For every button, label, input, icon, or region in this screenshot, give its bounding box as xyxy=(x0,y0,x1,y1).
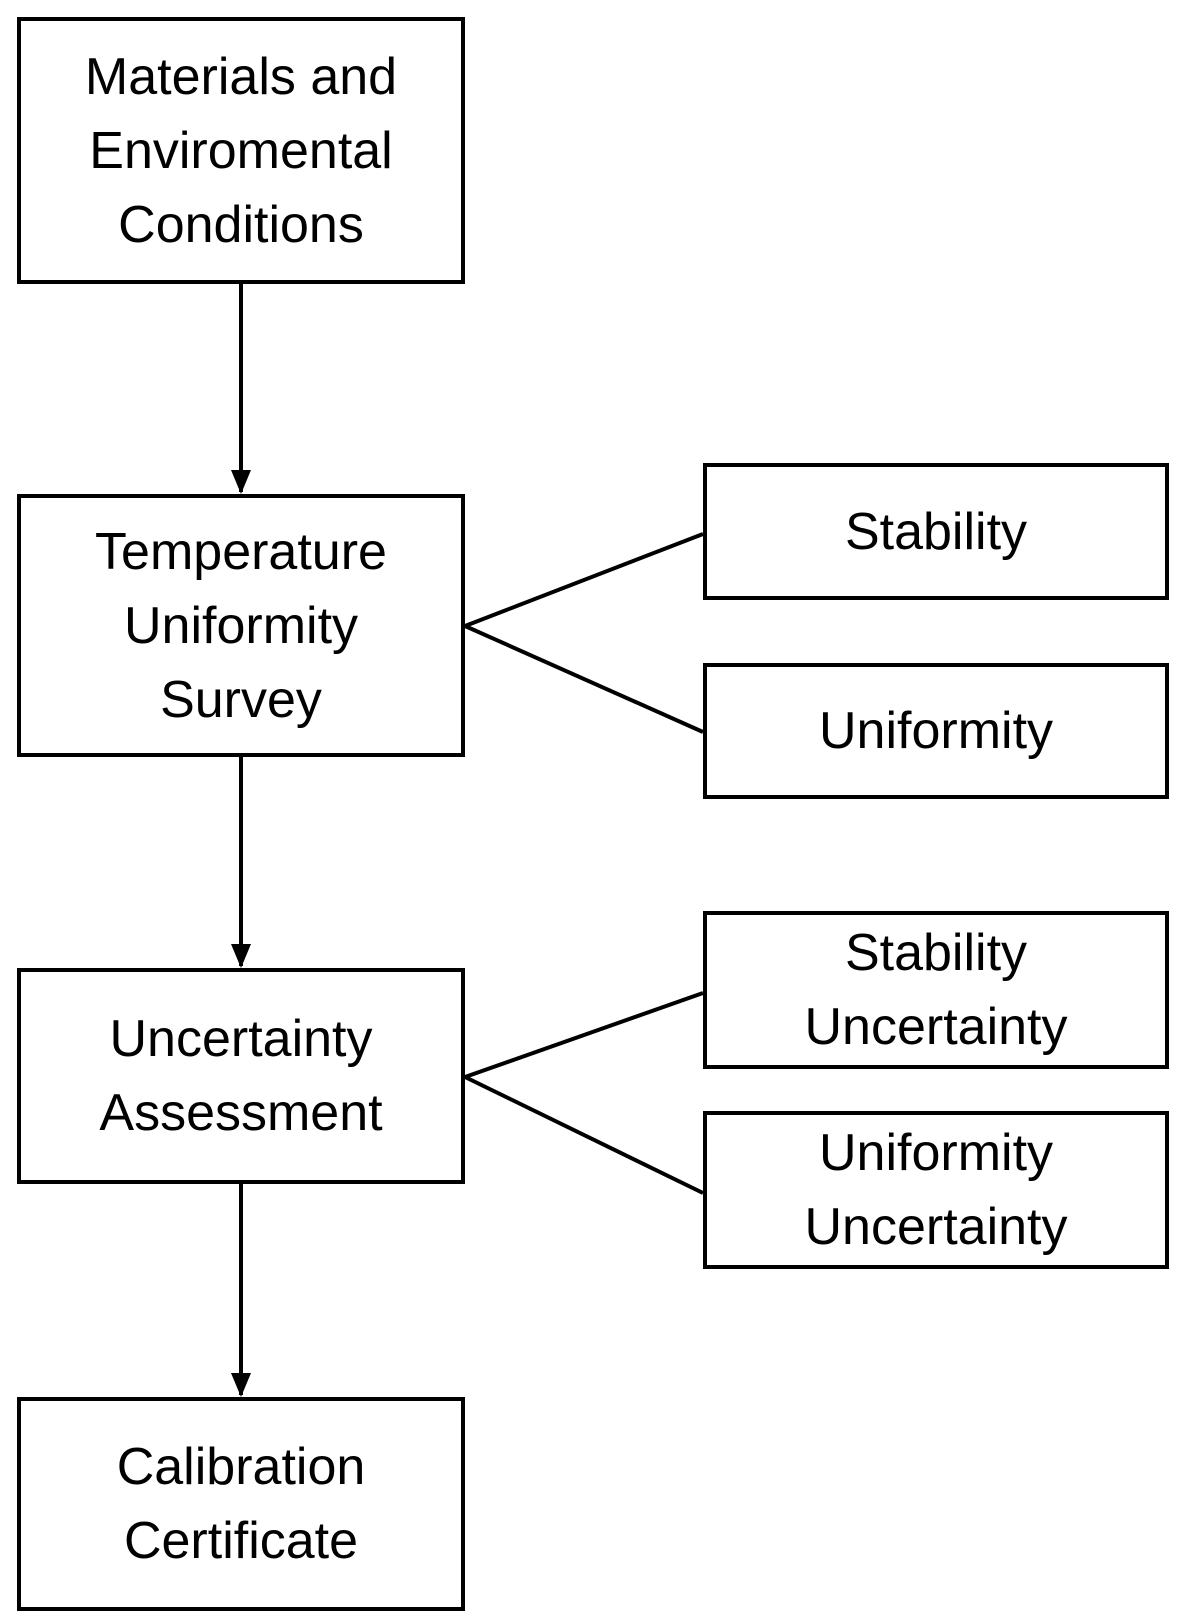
node-materials-environmental-conditions: Materials and Enviromental Conditions xyxy=(17,17,465,284)
node-label-line: Conditions xyxy=(118,195,364,254)
arrowhead-uncertainty-to-certificate xyxy=(231,1373,251,1397)
line-uncertainty-to-uniformity-uncertainty xyxy=(464,1075,704,1195)
arrowhead-materials-to-survey xyxy=(231,470,251,494)
node-label-line: Uniformity xyxy=(123,596,359,655)
node-label-line: Certificate xyxy=(123,1512,359,1570)
node-label-line: Uncertainty xyxy=(804,998,1068,1056)
node-stability: Stability xyxy=(703,463,1169,600)
node-label-line: Uniformity xyxy=(818,702,1054,760)
line-uncertainty-to-stability-uncertainty xyxy=(464,991,704,1079)
node-label-line: Uniformity xyxy=(818,1124,1054,1182)
node-label-line: Uncertainty xyxy=(109,1010,373,1068)
node-temperature-uniformity-survey: Temperature Uniformity Survey xyxy=(17,494,465,757)
node-label-line: Assessment xyxy=(99,1084,383,1142)
node-uncertainty-assessment: Uncertainty Assessment xyxy=(17,968,465,1184)
node-uniformity: Uniformity xyxy=(703,663,1169,799)
line-survey-to-uniformity xyxy=(464,624,704,734)
node-label-line: Stability xyxy=(844,924,1028,982)
node-label-line: Temperature xyxy=(95,522,387,581)
line-survey-to-stability xyxy=(464,532,704,628)
node-label-line: Materials and xyxy=(84,47,398,106)
node-label-line: Calibration xyxy=(116,1438,366,1496)
node-calibration-certificate: Calibration Certificate xyxy=(17,1397,465,1611)
arrowhead-survey-to-uncertainty xyxy=(231,944,251,968)
node-label-line: Stability xyxy=(844,502,1028,561)
node-uniformity-uncertainty: Uniformity Uncertainty xyxy=(703,1111,1169,1269)
node-label-line: Uncertainty xyxy=(804,1198,1068,1256)
node-label-line: Enviromental xyxy=(89,121,393,180)
node-stability-uncertainty: Stability Uncertainty xyxy=(703,911,1169,1069)
node-label-line: Survey xyxy=(160,670,322,729)
